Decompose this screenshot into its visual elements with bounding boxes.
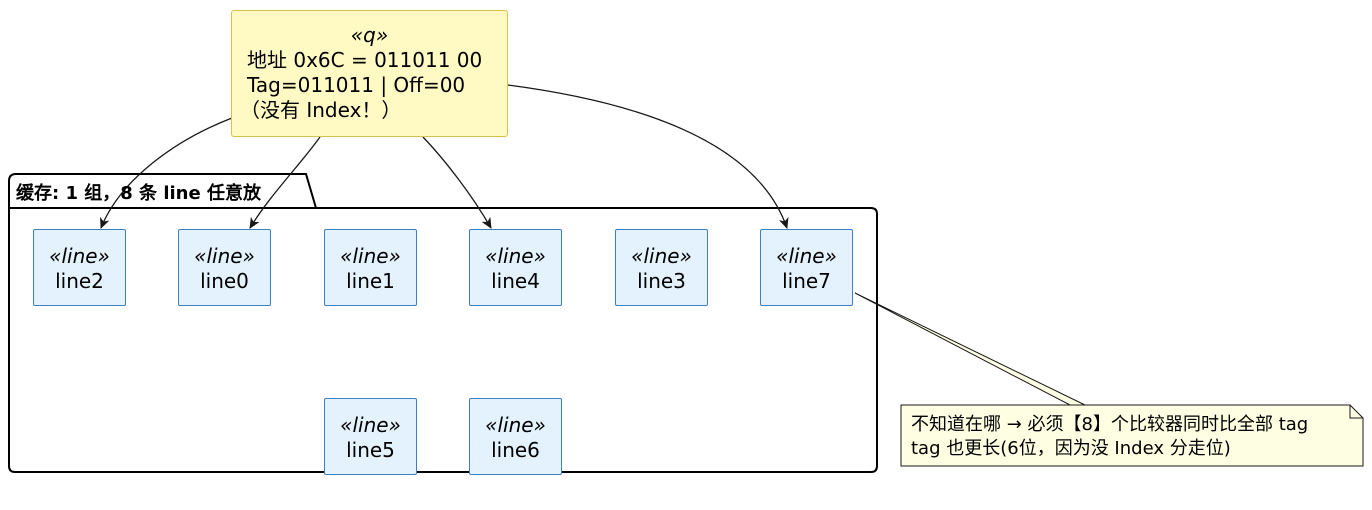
note-line: 不知道在哪 → 必须【8】个比较器同时比全部 tag — [911, 414, 1309, 435]
cache-line-box: «line» line5 — [324, 398, 417, 475]
query-stereotype: «q» — [350, 23, 389, 47]
query-no-index-line: （没有 Index！） — [240, 98, 402, 122]
line-name: line3 — [637, 269, 686, 293]
line-stereotype: «line» — [485, 413, 546, 437]
line-stereotype: «line» — [49, 244, 110, 268]
cache-line-box: «line» line2 — [33, 229, 126, 306]
arrow-q-to-line7 — [507, 84, 789, 229]
cache-line-box: «line» line3 — [615, 229, 708, 306]
line-name: line1 — [346, 269, 395, 293]
line-name: line5 — [346, 438, 395, 462]
comparator-note: 不知道在哪 → 必须【8】个比较器同时比全部 tag tag 也更长(6位，因为… — [901, 405, 1363, 466]
cache-package-frame — [8, 173, 878, 473]
cache-line-box: «line» line1 — [324, 229, 417, 306]
line-name: line6 — [491, 438, 540, 462]
query-tag-offset-line: Tag=011011 | Off=00 — [247, 73, 466, 97]
line-name: line4 — [491, 269, 540, 293]
line-stereotype: «line» — [340, 244, 401, 268]
arrow-q-to-line4 — [422, 136, 492, 229]
arrow-q-to-line2 — [100, 117, 233, 229]
note-connector — [854, 292, 1086, 406]
line-stereotype: «line» — [194, 244, 255, 268]
line-stereotype: «line» — [340, 413, 401, 437]
note-shape — [900, 404, 1364, 467]
note-fold — [1349, 405, 1363, 419]
line-name: line0 — [200, 269, 249, 293]
line-stereotype: «line» — [485, 244, 546, 268]
note-line: tag 也更长(6位，因为没 Index 分走位) — [911, 438, 1231, 459]
cache-line-box: «line» line6 — [469, 398, 562, 475]
arrow-q-to-line0 — [249, 136, 321, 229]
query-address-line: 地址 0x6C = 011011 00 — [247, 48, 483, 72]
cache-line-box: «line» line7 — [760, 229, 853, 306]
cache-line-box: «line» line0 — [178, 229, 271, 306]
cache-line-box: «line» line4 — [469, 229, 562, 306]
query-address-box: «q» 地址 0x6C = 011011 00 Tag=011011 | Off… — [231, 10, 508, 137]
cache-package-title: 缓存: 1 组，8 条 line 任意放 — [16, 183, 261, 204]
line-name: line2 — [55, 269, 104, 293]
line-stereotype: «line» — [776, 244, 837, 268]
line-name: line7 — [782, 269, 831, 293]
line-stereotype: «line» — [631, 244, 692, 268]
